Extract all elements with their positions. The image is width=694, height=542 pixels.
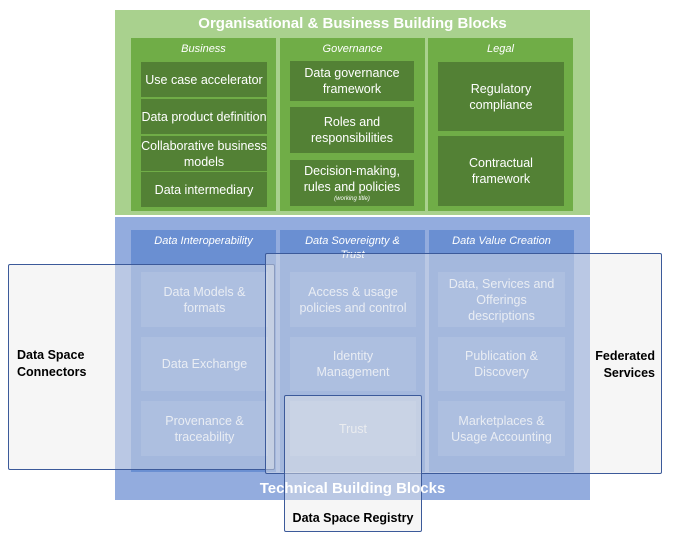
data-space-connectors-label: Data Space Connectors — [17, 348, 87, 379]
block-roles-responsibilities: Roles and responsibilities — [290, 107, 414, 153]
block-trust: Trust — [290, 401, 416, 456]
legal-heading: Legal — [487, 43, 514, 55]
block-data-services-offerings: Data, Services and Offerings description… — [438, 272, 565, 327]
block-marketplaces-usage-accounting: Marketplaces & Usage Accounting — [438, 401, 565, 456]
block-provenance-traceability: Provenance & traceability — [141, 401, 268, 456]
decision-making-label: Decision-making, rules and policies — [303, 164, 401, 194]
block-publication-discovery: Publication & Discovery — [438, 337, 565, 391]
block-data-governance-framework: Data governance framework — [290, 61, 414, 101]
block-access-usage-policies: Access & usage policies and control — [290, 272, 416, 327]
block-identity-management: Identity Management — [290, 337, 416, 391]
governance-heading: Governance — [322, 43, 383, 55]
business-column: Business Use case accelerator Data produ… — [131, 38, 276, 211]
working-title-note: (working title) — [334, 196, 370, 202]
data-interoperability-heading: Data Interoperability — [154, 235, 253, 247]
governance-column: Governance Data governance framework Rol… — [280, 38, 425, 211]
technical-title: Technical Building Blocks — [259, 480, 446, 497]
data-sovereignty-heading: Data Sovereignty & Trust — [305, 235, 400, 261]
organisational-title: Organisational & Business Building Block… — [198, 15, 507, 32]
legal-column: Legal Regulatory compliance Contractual … — [428, 38, 573, 211]
data-interoperability-column: Data Interoperability Data Models & form… — [131, 230, 276, 472]
block-use-case-accelerator: Use case accelerator — [141, 62, 267, 97]
block-data-product-definition: Data product definition — [141, 99, 267, 134]
federated-services-label: Federated Services — [595, 349, 655, 380]
block-decision-making: Decision-making, rules and policies (wor… — [290, 160, 414, 206]
business-heading: Business — [181, 43, 226, 55]
block-collaborative-business-models: Collaborative business models — [141, 136, 267, 171]
block-data-intermediary: Data intermediary — [141, 172, 267, 207]
data-space-connectors-overlay: Data Space Connectors — [8, 264, 275, 470]
data-sovereignty-column: Data Sovereignty & Trust Access & usage … — [280, 230, 425, 472]
data-value-creation-heading: Data Value Creation — [452, 235, 551, 247]
block-data-models-formats: Data Models & formats — [141, 272, 268, 327]
data-space-registry-overlay: Data Space Registry — [284, 395, 422, 532]
block-contractual-framework: Contractual framework — [438, 136, 564, 206]
data-space-registry-label: Data Space Registry — [292, 511, 414, 525]
block-regulatory-compliance: Regulatory compliance — [438, 62, 564, 131]
block-data-exchange: Data Exchange — [141, 337, 268, 391]
federated-services-overlay: Federated Services — [265, 253, 662, 474]
data-value-creation-column: Data Value Creation Data, Services and O… — [429, 230, 574, 472]
